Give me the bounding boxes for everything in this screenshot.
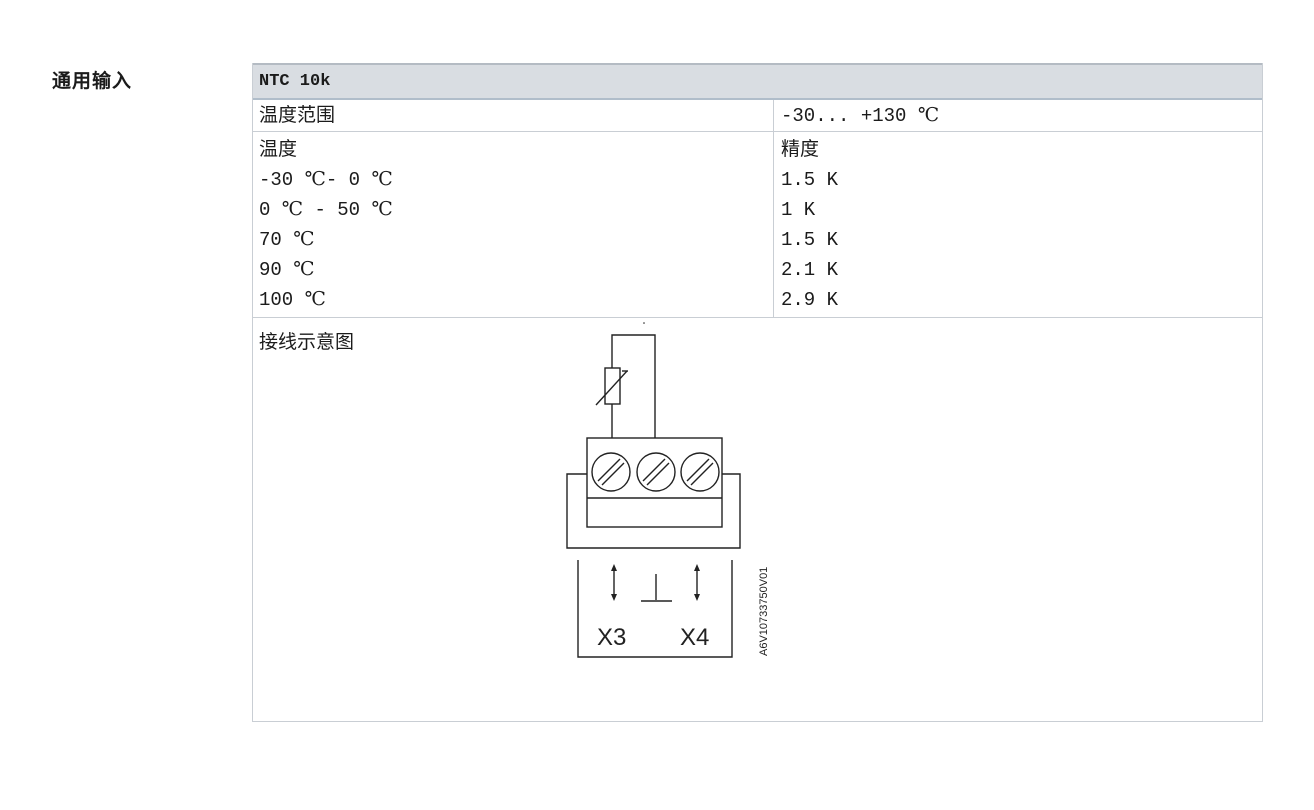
thermistor-slash	[595, 370, 628, 406]
screw-terminal-icon	[591, 452, 631, 492]
temperature-cell: 70 ℃	[259, 229, 315, 251]
row-divider	[253, 131, 1262, 132]
accuracy-cell: 1 K	[781, 199, 816, 221]
table-header: NTC 10k	[253, 63, 1262, 100]
accuracy-column-label: 精度	[781, 139, 820, 161]
wiring-diagram: X3 X4 A6V10733750V01	[566, 322, 770, 658]
accuracy-row: 0 ℃ - 50 ℃ 1 K	[253, 195, 1262, 225]
accuracy-cell: 2.1 K	[781, 259, 839, 281]
accuracy-row: 90 ℃ 2.1 K	[253, 255, 1262, 285]
wiring-row: 接线示意图	[253, 328, 1262, 358]
terminal-x3-label: X3	[597, 624, 626, 651]
double-arrow-icon	[611, 564, 617, 601]
temperature-cell: 0 ℃ - 50 ℃	[259, 199, 393, 221]
range-row: 温度范围 -30... +130 ℃	[253, 101, 1262, 131]
section-heading: 通用输入	[52, 71, 133, 92]
accuracy-row: 70 ℃ 1.5 K	[253, 225, 1262, 255]
row-divider	[253, 317, 1262, 318]
screw-terminal-icon	[636, 452, 676, 492]
temperature-cell: -30 ℃- 0 ℃	[259, 169, 393, 191]
terminal-block	[586, 437, 723, 528]
temperature-cell: 90 ℃	[259, 259, 315, 281]
accuracy-header-row: 温度 精度	[253, 135, 1262, 165]
temperature-column-label: 温度	[259, 139, 298, 161]
accuracy-row: -30 ℃- 0 ℃ 1.5 K	[253, 165, 1262, 195]
range-value: -30... +130 ℃	[781, 105, 940, 127]
accuracy-cell: 2.9 K	[781, 289, 839, 311]
connector-bracket	[577, 560, 733, 658]
screw-terminal-icon	[680, 452, 720, 492]
dot-mark	[643, 322, 645, 324]
spec-table: NTC 10k 温度范围 -30... +130 ℃ 温度 精度 -30 ℃- …	[252, 63, 1263, 722]
accuracy-row: 100 ℃ 2.9 K	[253, 285, 1262, 315]
double-arrow-icon	[694, 564, 700, 601]
accuracy-cell: 1.5 K	[781, 229, 839, 251]
ground-icon	[641, 574, 672, 602]
housing-outline	[566, 473, 741, 549]
sensor-wire	[611, 334, 656, 438]
table-header-title: NTC 10k	[259, 72, 331, 91]
drawing-id: A6V10733750V01	[758, 567, 770, 656]
column-divider	[773, 100, 774, 317]
temperature-cell: 100 ℃	[259, 289, 326, 311]
terminal-x4-label: X4	[680, 624, 709, 651]
range-label: 温度范围	[259, 105, 336, 127]
accuracy-cell: 1.5 K	[781, 169, 839, 191]
wiring-label: 接线示意图	[259, 332, 355, 354]
